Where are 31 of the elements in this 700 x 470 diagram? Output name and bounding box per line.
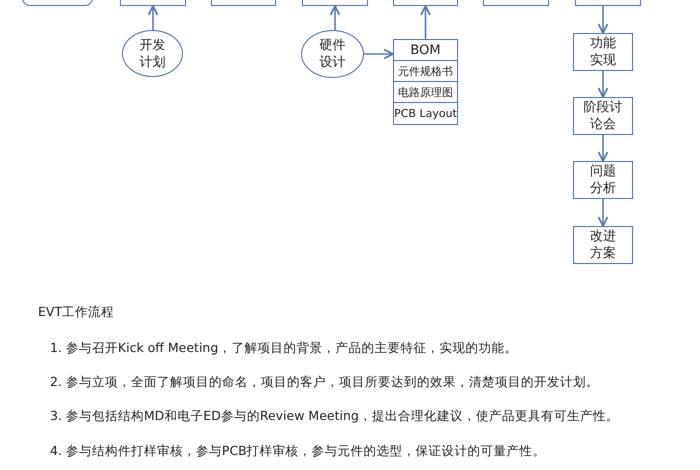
arrow [598,199,608,227]
process-box [393,102,458,125]
node-label: PCB Layout [394,106,457,122]
process-box [393,39,458,61]
process-box [573,33,633,71]
node-label: 电路原理图 [398,84,453,100]
arrow [148,5,158,30]
process-box [573,226,633,264]
node-label: 问题分析 [588,163,617,197]
list-item: 3. 参与包括结构MD和电子ED参与的Review Meeting，提出合理化建议，使产品更具有可生产性。 [50,408,619,425]
list-item: 1. 参与召开Kick off Meeting，了解项目的背景，产品的主要特征，实现的功能。 [50,340,518,357]
list-item: 2. 参与立项，全面了解项目的命名，项目的客户，项目所要达到的效果，清楚项目的开发计划。 [50,374,599,391]
arrow [598,71,608,98]
arrow [598,6,608,34]
arrow [598,135,608,162]
arrow [420,5,431,39]
node-label: 元件规格书 [398,64,453,80]
process-box [573,97,633,135]
list-item: 4. 参与结构件打样审核，参与PCB打样审核，参与元件的选型，保证设计的可量产性。 [50,443,546,460]
node-label: BOM [410,42,441,58]
process-box [393,81,458,103]
node-label: 阶段讨论会 [582,99,624,133]
node-label: 改进方案 [588,228,617,262]
process-box [393,60,458,82]
arrow [364,48,394,60]
node-label: 功能实现 [588,35,617,69]
node-label: 开发计划 [138,36,166,70]
process-box [573,161,633,199]
node-label: 硬件设计 [318,37,346,71]
section-heading: EVT工作流程 [38,304,114,321]
arrow [330,5,340,30]
